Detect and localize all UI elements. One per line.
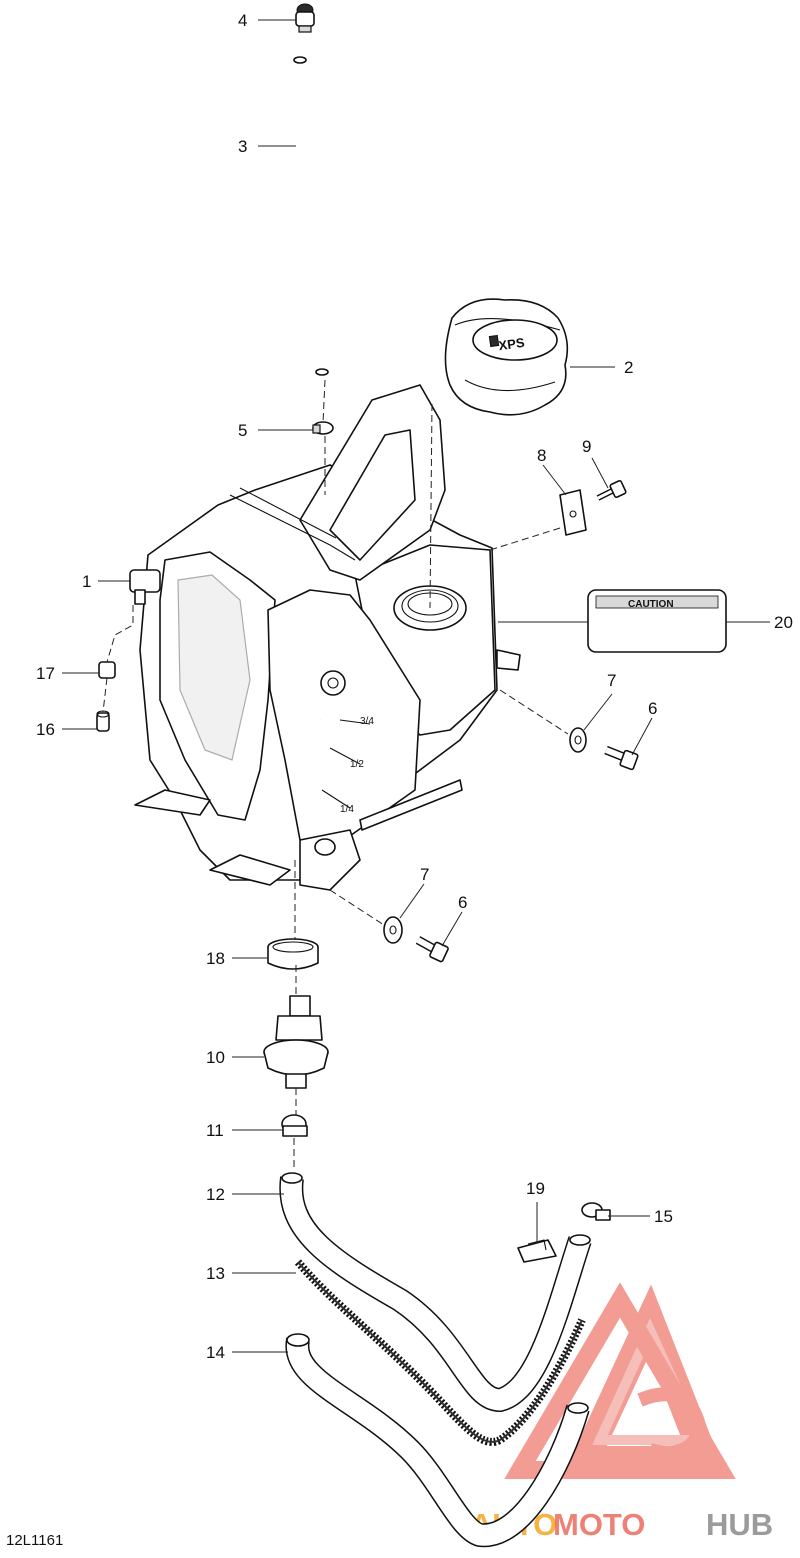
callout-numbers: 4 3 5 2 1 17 16 8 9 20 7 6 7 6 18 10 11 … [36,11,793,1362]
cap-logo-text: XPS [498,335,526,354]
part-small-clamp-5 [312,421,334,435]
leader-lines [62,19,770,1353]
callout-15: 15 [654,1207,673,1226]
part-washer-7a [569,727,587,753]
callout-6b: 6 [458,893,467,912]
part-outlet-fitting [263,995,329,1089]
callout-4: 4 [238,11,247,30]
figure-code: 12L1161 [6,1532,64,1549]
watermark-logo [504,1282,736,1479]
level-mark-half: 1/2 [350,759,364,770]
callout-18: 18 [206,949,225,968]
callout-6a: 6 [648,699,657,718]
part-fitting-16 [96,710,110,732]
watermark-text-hub: HUB [706,1507,773,1542]
part-cap-17 [98,661,116,679]
part-screw-9 [596,479,627,501]
part-clip-19 [517,1239,557,1263]
part-vent-valve [295,3,315,33]
callout-9: 9 [582,437,591,456]
part-clamp-15 [581,1202,611,1221]
callout-16: 16 [36,720,55,739]
part-washer-7b [383,916,403,944]
callout-2: 2 [624,358,633,377]
callout-13: 13 [206,1264,225,1283]
part-plate-8 [559,489,587,536]
part-hose-14 [285,1333,590,1548]
part-bolt-6b [415,936,449,963]
callout-20: 20 [774,613,793,632]
callout-17: 17 [36,664,55,683]
part-hose-12 [279,1172,592,1413]
part-bolt-6a [604,745,639,771]
callout-19: 19 [526,1179,545,1198]
callout-11: 11 [206,1121,224,1140]
part-filler-cap: XPS [444,298,569,416]
callout-1: 1 [82,572,91,591]
part-oil-tank: 3/4 1/2 1/4 [129,384,521,891]
callout-7a: 7 [607,671,616,690]
assembly-lines [102,379,569,1168]
part-spring-13 [294,1259,586,1446]
part-clamp-18 [267,938,319,970]
part-caution-label: CAUTION [587,589,727,653]
watermark-text-moto: MOTO [553,1507,645,1542]
callout-5: 5 [238,421,247,440]
part-clamp-11 [281,1114,308,1137]
callout-12: 12 [206,1185,225,1204]
callout-3: 3 [238,137,247,156]
callout-7b: 7 [420,865,429,884]
level-mark-quarter: 1/4 [340,804,354,815]
callout-10: 10 [206,1048,225,1067]
callout-8: 8 [537,446,546,465]
caution-label-text: CAUTION [628,599,674,610]
part-vent-hose [293,56,331,376]
callout-14: 14 [206,1343,225,1362]
level-mark-three-quarter: 3/4 [360,716,374,727]
